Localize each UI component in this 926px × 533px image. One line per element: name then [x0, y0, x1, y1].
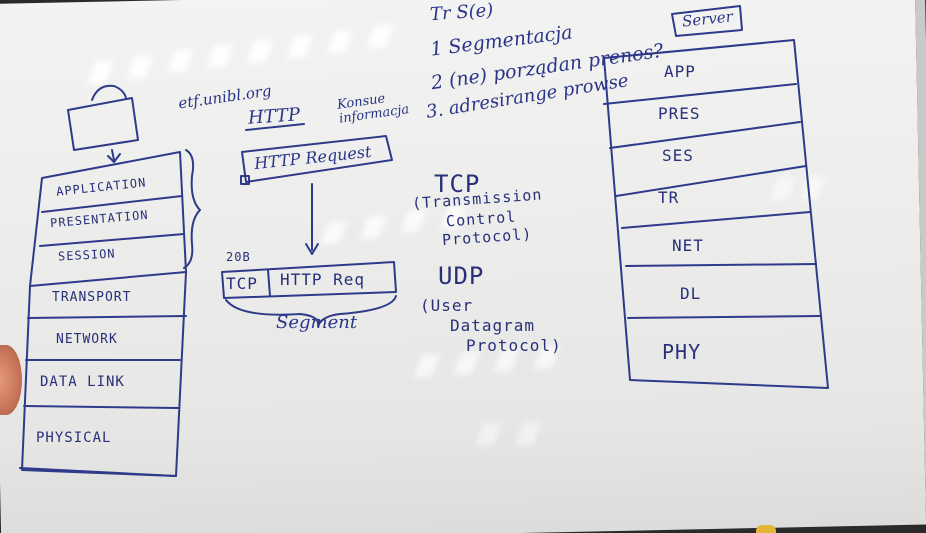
- osi-left-network: NETWORK: [56, 332, 118, 347]
- light-glare: [247, 40, 273, 63]
- osi-right-app: APP: [664, 62, 696, 81]
- osi-right-ses: SES: [662, 146, 694, 165]
- osi-right-tr: TR: [658, 188, 680, 207]
- http-req-cell: HTTP Req: [280, 270, 366, 289]
- udp-expansion-1: (User: [420, 296, 474, 315]
- osi-left-data-link: DATA LINK: [40, 374, 125, 390]
- marker-cap: [756, 525, 776, 533]
- http-label: HTTP: [247, 104, 301, 129]
- osi-right-pres: PRES: [658, 104, 701, 123]
- light-glare: [321, 221, 347, 245]
- light-glare: [360, 215, 387, 239]
- presenter-finger: [0, 345, 22, 415]
- light-glare: [413, 354, 440, 378]
- light-glare: [453, 351, 480, 375]
- top-note: Tr S(e): [429, 0, 495, 26]
- tcp-title: TCP: [434, 170, 481, 198]
- osi-right-phy: PHY: [662, 340, 702, 364]
- light-glare: [400, 209, 427, 233]
- osi-left-session: SESSION: [57, 246, 116, 264]
- light-glare: [127, 55, 154, 79]
- light-glare: [800, 176, 826, 200]
- udp-expansion-3: Protocol): [466, 336, 562, 355]
- light-glare: [770, 177, 796, 200]
- light-glare: [287, 35, 313, 58]
- osi-right-dl: DL: [680, 284, 702, 303]
- udp-title: UDP: [438, 262, 485, 290]
- osi-left-physical: PHYSICAL: [36, 430, 112, 446]
- size-label: 20B: [226, 250, 251, 264]
- light-glare: [367, 25, 393, 49]
- light-glare: [167, 49, 194, 73]
- light-glare: [327, 30, 353, 53]
- segment-label: Segment: [276, 312, 358, 333]
- light-glare: [207, 44, 233, 68]
- light-glare: [87, 61, 114, 84]
- light-glare: [515, 422, 541, 446]
- osi-left-transport: TRANSPORT: [52, 290, 132, 305]
- tcp-header-cell: TCP: [226, 274, 258, 293]
- osi-right-net: NET: [672, 236, 704, 255]
- light-glare: [475, 423, 501, 446]
- udp-expansion-2: Datagram: [450, 316, 536, 335]
